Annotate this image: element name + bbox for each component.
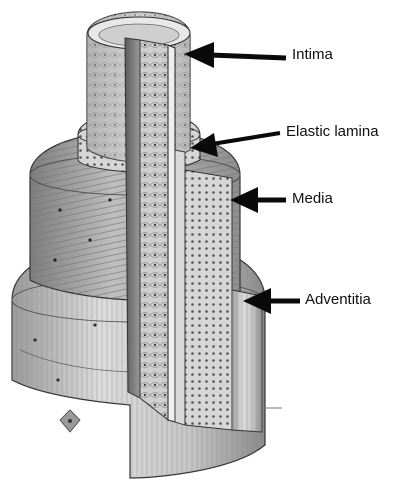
- cutaway-section: [125, 38, 262, 432]
- adventitia-label: Adventitia: [305, 292, 371, 307]
- elastic-lamina-label: Elastic lamina: [286, 124, 379, 139]
- intima-label: Intima: [292, 47, 333, 62]
- media-label: Media: [292, 191, 333, 206]
